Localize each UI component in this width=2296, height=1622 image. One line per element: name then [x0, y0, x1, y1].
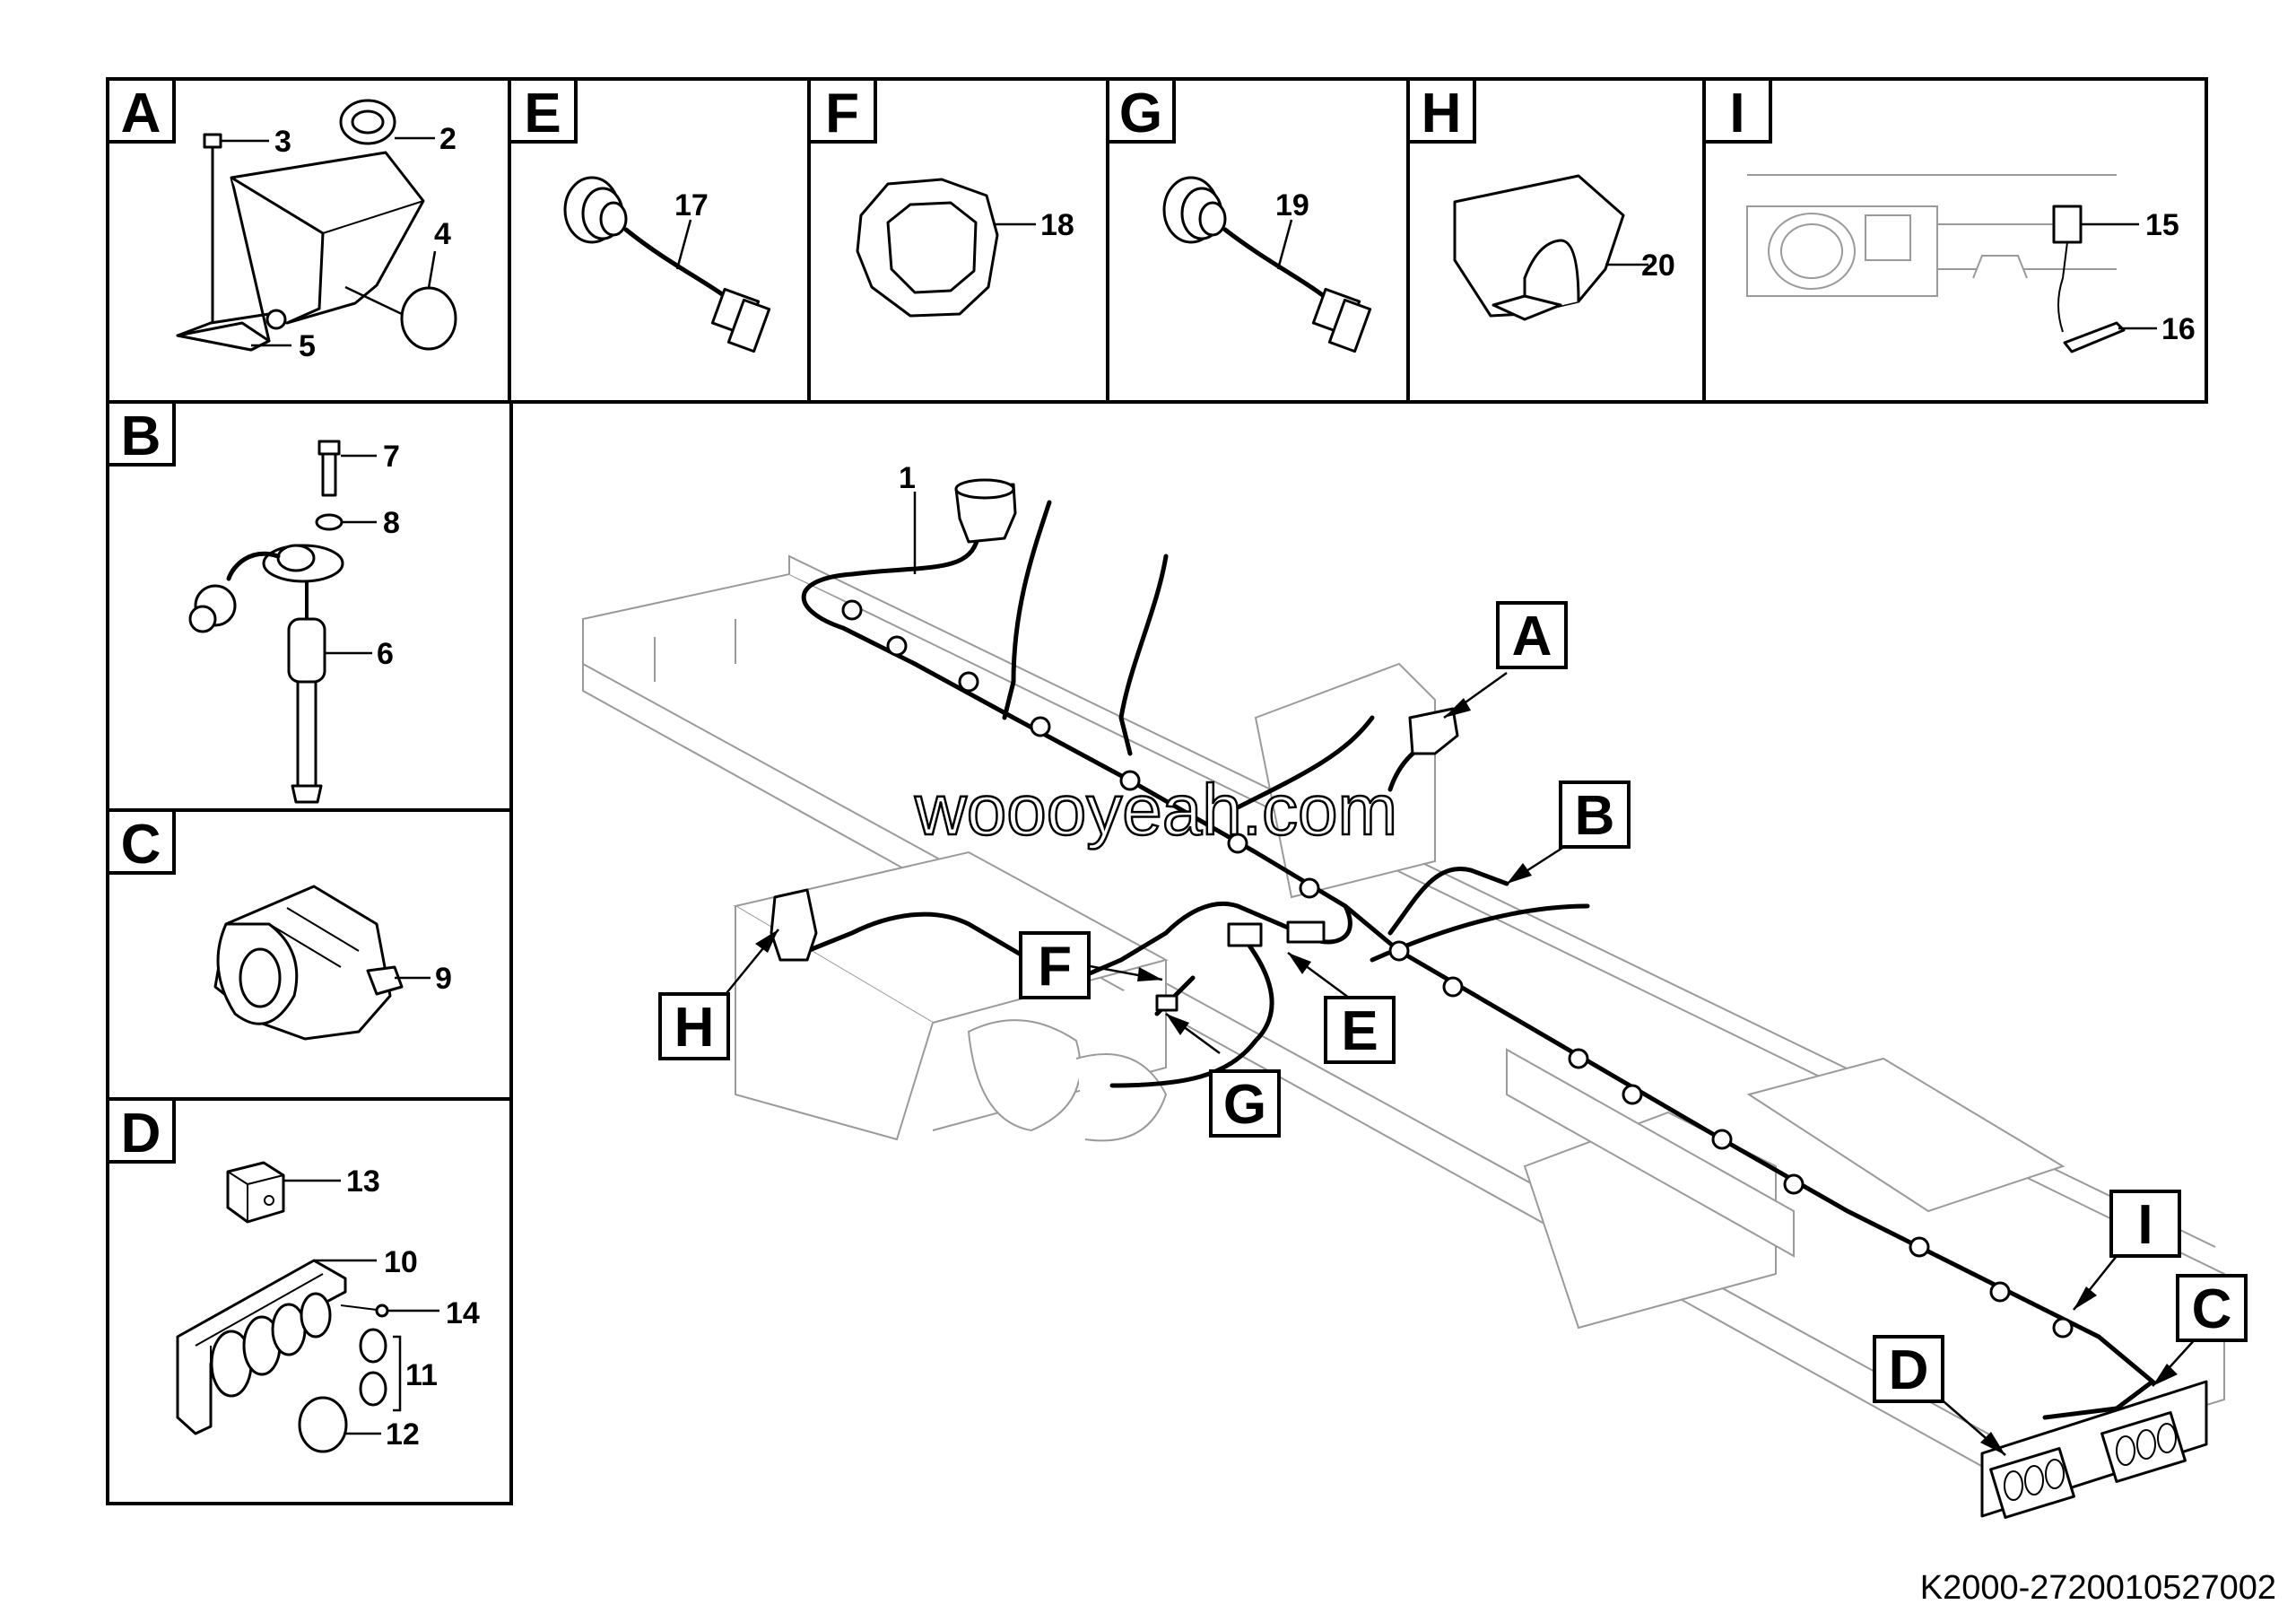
callout-2: 2: [439, 122, 457, 156]
ref-c: C: [2192, 1278, 2232, 1340]
panel-label-e: E: [524, 83, 561, 144]
panel-label-f: F: [825, 83, 859, 144]
callout-12: 12: [386, 1417, 420, 1452]
switch-15: [2052, 205, 2083, 244]
connector-g: [1155, 994, 1178, 1012]
plug: [400, 286, 457, 351]
callout-15: 15: [2145, 208, 2179, 242]
panel-g-detail: 19: [1162, 176, 1372, 353]
panel-a-detail: 3 2 5 4: [176, 99, 457, 363]
connector-e: [1286, 920, 1326, 944]
ref-d: D: [1889, 1339, 1929, 1401]
cap-12: [298, 1396, 348, 1453]
panel-label-g: G: [1119, 83, 1162, 144]
view-reference-boxes: A B C D E F G: [658, 601, 2248, 1456]
panel-label-d: D: [121, 1103, 161, 1164]
callout-6: 6: [377, 637, 394, 671]
callout-3: 3: [274, 125, 291, 159]
chassis-frame: [582, 554, 2225, 1473]
callout-16: 16: [2161, 312, 2196, 346]
ref-i: I: [2137, 1194, 2152, 1256]
callout-8: 8: [383, 506, 400, 540]
panel-i-detail: 15 16: [1746, 174, 2196, 353]
callout-9: 9: [435, 962, 452, 996]
ref-g: G: [1223, 1074, 1266, 1136]
ref-e: E: [1341, 1000, 1378, 1062]
callout-7: 7: [383, 440, 400, 474]
screw-head: [317, 440, 341, 456]
float-tube: [287, 617, 326, 684]
callout-20: 20: [1641, 249, 1675, 283]
washer: [315, 513, 344, 531]
panel-f-detail: 18: [856, 178, 1074, 318]
callout-11: 11: [405, 1358, 438, 1392]
callout-18: 18: [1040, 208, 1074, 242]
panel-c-detail: 9: [213, 885, 452, 1041]
harness-grommet: [954, 483, 1017, 544]
panel-h-detail: 20: [1453, 174, 1675, 321]
strip-16: [2063, 321, 2126, 353]
ref-f: F: [1038, 936, 1072, 998]
callout-19: 19: [1275, 188, 1309, 222]
clip-13: [226, 1161, 285, 1224]
callout-14: 14: [446, 1296, 480, 1330]
callout-1: 1: [899, 461, 916, 495]
connector-f: [1227, 922, 1263, 947]
callout-10: 10: [384, 1245, 418, 1279]
main-assembly-view: 1 A B C D E F: [582, 461, 2248, 1519]
drawing-code: K2000-2720010527002: [1920, 1569, 2276, 1607]
component-h: [770, 888, 818, 962]
panel-label-i: I: [1729, 83, 1744, 144]
watermark: woooyeah.com: [914, 770, 1397, 850]
callout-17: 17: [674, 188, 709, 222]
panel-label-a: A: [121, 83, 161, 144]
panel-label-h: H: [1422, 83, 1462, 144]
callout-13: 13: [346, 1164, 380, 1199]
ref-a: A: [1512, 606, 1552, 667]
main-wiring-harness: [770, 478, 2157, 1420]
callout-4: 4: [434, 217, 451, 251]
panel-d-detail: 13 10 14 11 12: [176, 1161, 480, 1453]
panel-b-detail: 7 8 6: [188, 440, 400, 804]
rear-lamp-assembly: [1980, 1380, 2208, 1519]
panel-label-b: B: [121, 406, 161, 467]
panel-e-detail: 17: [563, 176, 771, 353]
panel-letter-boxes: A E F G H I B C D: [106, 77, 1772, 1164]
rivet-14: [375, 1304, 389, 1318]
bolt-head: [203, 133, 222, 149]
callout-5: 5: [299, 329, 316, 363]
component-a: [1408, 707, 1459, 755]
ref-h: H: [674, 997, 715, 1059]
panel-label-c: C: [121, 814, 161, 876]
ref-b: B: [1575, 785, 1615, 847]
